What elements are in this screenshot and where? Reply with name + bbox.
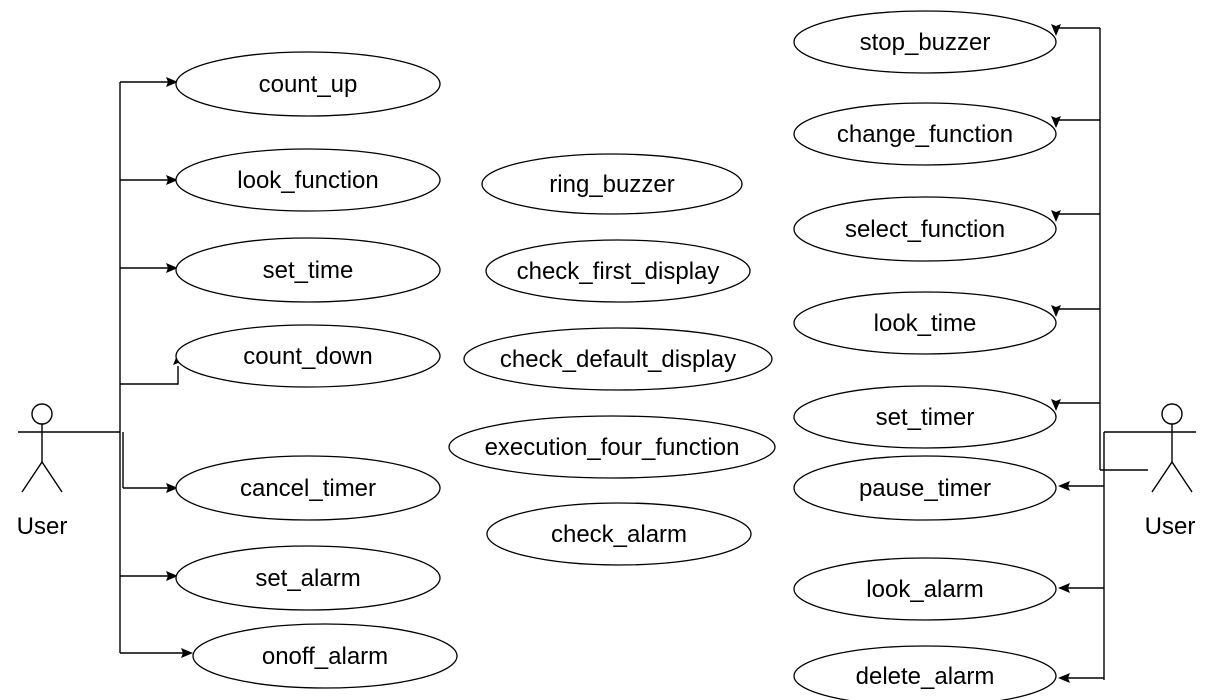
use-case-label: set_time [263,257,354,284]
arrow-left-set_time [166,263,178,273]
use-case-label: count_up [259,71,358,98]
use-case-change_function[interactable]: change_function [793,102,1057,166]
use-case-label: pause_timer [859,475,991,502]
use-case-delete_alarm[interactable]: delete_alarm [793,645,1057,700]
use-case-pause_timer[interactable]: pause_timer [793,455,1057,521]
left-actor-leg-left [21,461,43,493]
use-case-look_function[interactable]: look_function [175,148,441,212]
left-connectors [66,77,193,658]
use-case-set_time[interactable]: set_time [175,237,441,303]
use-case-select_function[interactable]: select_function [793,196,1057,262]
arrow-left-count_up [166,77,178,87]
use-case-check_alarm[interactable]: check_alarm [486,502,752,566]
arrow-right-look_time [1051,305,1061,317]
use-case-stop_buzzer[interactable]: stop_buzzer [793,10,1057,74]
use-case-check_default_display[interactable]: check_default_display [463,327,773,391]
use-case-label: set_timer [876,404,975,431]
left-actor-head [31,403,53,425]
left-actor-label: User [17,513,68,540]
use-case-check_first_display[interactable]: check_first_display [485,239,751,303]
use-case-label: select_function [845,216,1005,243]
use-case-set_alarm[interactable]: set_alarm [175,545,441,611]
use-case-label: cancel_timer [240,475,376,502]
right-actor: User [1145,403,1196,540]
arrow-left-look_function [166,175,178,185]
arrow-left-onoff_alarm [181,648,193,658]
edge-left-count_down [120,366,179,385]
arrow-right-stop_buzzer [1051,24,1061,36]
use-case-label: stop_buzzer [860,29,991,56]
arrow-right-set_timer [1051,399,1061,411]
arrow-left-set_alarm [166,571,178,581]
arrow-right-delete_alarm [1058,673,1070,683]
arrow-right-change_function [1051,116,1061,128]
use-case-ring_buzzer[interactable]: ring_buzzer [481,153,743,215]
left-actor-leg-right [41,461,63,493]
right-actor-label: User [1145,513,1196,540]
use-case-label: check_default_display [500,346,736,373]
use-case-label: delete_alarm [856,663,995,690]
use-case-onoff_alarm[interactable]: onoff_alarm [192,623,458,689]
use-case-label: change_function [837,121,1013,148]
right-connectors [1051,24,1148,683]
use-case-label: count_down [243,343,372,370]
use-case-label: look_time [874,310,977,337]
use-case-label: execution_four_function [485,434,740,461]
use-case-cancel_timer[interactable]: cancel_timer [175,455,441,521]
use-case-count_down[interactable]: count_down [175,324,441,388]
use-case-look_alarm[interactable]: look_alarm [793,557,1057,621]
right-actor-leg-left [1151,461,1173,493]
use-case-execution_four_function[interactable]: execution_four_function [448,415,776,479]
use-case-count_up[interactable]: count_up [175,51,441,117]
arrow-left-cancel_timer [166,483,178,493]
use-case-label: check_alarm [551,521,687,548]
use-case-label: onoff_alarm [262,643,388,670]
use-case-label: set_alarm [255,565,360,592]
right-actor-leg-right [1171,461,1193,493]
use-case-label: look_alarm [866,576,983,603]
use-case-label: look_function [237,167,378,194]
use-case-label: check_first_display [517,258,720,285]
arrow-right-pause_timer [1058,481,1070,491]
arrow-right-look_alarm [1058,583,1070,593]
right-actor-head [1161,403,1183,425]
arrow-right-select_function [1051,210,1061,222]
use-case-look_time[interactable]: look_time [793,291,1057,355]
left-actor: User [17,403,68,540]
use-case-label: ring_buzzer [549,171,674,198]
use-case-set_timer[interactable]: set_timer [793,385,1057,449]
